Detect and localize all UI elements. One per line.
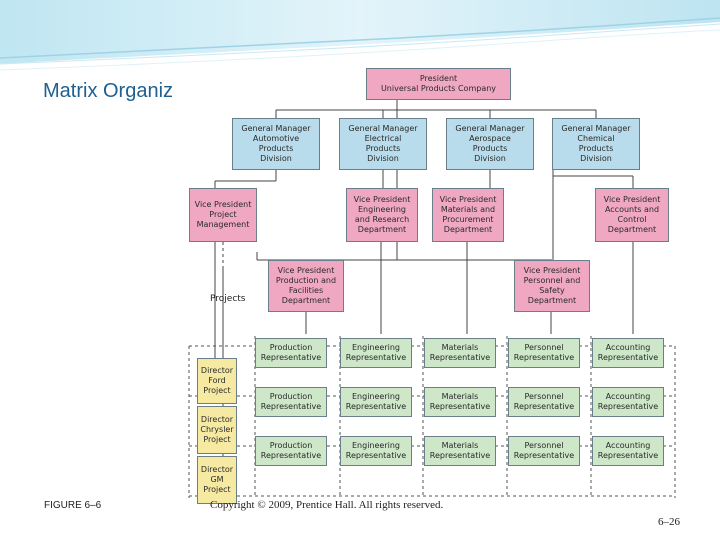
production-rep-ford: Production Representative bbox=[255, 338, 327, 368]
slide-title: Matrix Organiz bbox=[43, 80, 174, 102]
personnel-rep-chrysler: Personnel Representative bbox=[508, 387, 580, 417]
vp-accounts-box: Vice President Accounts and Control Depa… bbox=[595, 188, 669, 242]
projects-label: Projects bbox=[210, 294, 246, 304]
gm-electrical-box: General Manager Electrical Products Divi… bbox=[339, 118, 427, 170]
copyright-notice: Copyright © 2009, Prentice Hall. All rig… bbox=[210, 499, 444, 511]
materials-rep-ford: Materials Representative bbox=[424, 338, 496, 368]
accounting-rep-ford: Accounting Representative bbox=[592, 338, 664, 368]
vp-production-box: Vice President Production and Facilities… bbox=[268, 260, 344, 312]
page-number: 6–26 bbox=[658, 516, 680, 528]
vp-project-management-box: Vice President Project Management bbox=[189, 188, 257, 242]
engineering-rep-gm: Engineering Representative bbox=[340, 436, 412, 466]
director-ford-box: Director Ford Project bbox=[197, 358, 237, 404]
vp-personnel-box: Vice President Personnel and Safety Depa… bbox=[514, 260, 590, 312]
gm-automotive-box: General Manager Automotive Products Divi… bbox=[232, 118, 320, 170]
gm-aerospace-box: General Manager Aerospace Products Divis… bbox=[446, 118, 534, 170]
accounting-rep-gm: Accounting Representative bbox=[592, 436, 664, 466]
vp-materials-box: Vice President Materials and Procurement… bbox=[432, 188, 504, 242]
materials-rep-gm: Materials Representative bbox=[424, 436, 496, 466]
header-wave-decoration bbox=[0, 0, 720, 71]
director-gm-box: Director GM Project bbox=[197, 456, 237, 504]
president-box: President Universal Products Company bbox=[366, 68, 511, 100]
director-chrysler-box: Director Chrysler Project bbox=[197, 406, 237, 454]
personnel-rep-gm: Personnel Representative bbox=[508, 436, 580, 466]
accounting-rep-chrysler: Accounting Representative bbox=[592, 387, 664, 417]
vp-engineering-box: Vice President Engineering and Research … bbox=[346, 188, 418, 242]
gm-chemical-box: General Manager Chemical Products Divisi… bbox=[552, 118, 640, 170]
production-rep-chrysler: Production Representative bbox=[255, 387, 327, 417]
matrix-organization-chart: President Universal Products Company Gen… bbox=[185, 66, 678, 510]
materials-rep-chrysler: Materials Representative bbox=[424, 387, 496, 417]
figure-label: FIGURE 6–6 bbox=[44, 500, 102, 511]
production-rep-gm: Production Representative bbox=[255, 436, 327, 466]
engineering-rep-ford: Engineering Representative bbox=[340, 338, 412, 368]
personnel-rep-ford: Personnel Representative bbox=[508, 338, 580, 368]
engineering-rep-chrysler: Engineering Representative bbox=[340, 387, 412, 417]
